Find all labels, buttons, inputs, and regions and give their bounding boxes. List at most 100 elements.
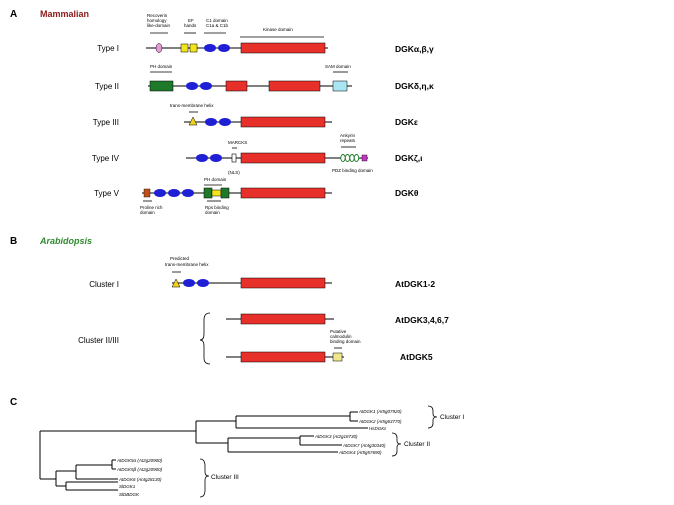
tm-helix: [188, 116, 198, 126]
kinase-domain: [240, 42, 326, 54]
svg-text:MARCKS: MARCKS: [228, 140, 247, 145]
ef-hand: [189, 43, 198, 53]
kinase-domain: [240, 152, 326, 164]
svg-text:domain: domain: [140, 210, 155, 215]
pdz-binding-domain: [361, 154, 368, 162]
c1-domain: [218, 44, 230, 52]
svg-text:Putative: Putative: [330, 329, 347, 334]
svg-text:PH domain: PH domain: [150, 64, 173, 69]
svg-text:domain: domain: [205, 210, 220, 215]
cluster-i-row: Cluster I Predicted trans-membrane helix…: [89, 256, 435, 289]
kinase-domain: [240, 351, 326, 363]
cluster-ii-bracket: [391, 432, 402, 457]
ankyrin-repeat: [340, 154, 346, 162]
type-ii-row: Type II PH domain SAM domain DGKδ,η,κ: [95, 64, 434, 92]
cluster-iii-label: Cluster III: [211, 474, 239, 481]
svg-text:Type III: Type III: [93, 118, 119, 127]
c1-domain: [204, 44, 216, 52]
c1-domain: [205, 118, 217, 126]
ph-domain-b: [220, 187, 230, 199]
cluster-ii-label: Cluster II: [404, 441, 430, 448]
svg-text:DGKδ,η,κ: DGKδ,η,κ: [395, 81, 434, 91]
type-v-row: Type V PH domain Proline rich domain Rps…: [94, 177, 419, 215]
kinase-domain-a: [225, 80, 248, 92]
svg-text:like-domain: like-domain: [147, 23, 171, 28]
leaf-label: HsDGKε: [369, 426, 387, 431]
cluster-i-label: Cluster I: [440, 414, 464, 421]
svg-text:trans-membrane helix: trans-membrane helix: [170, 103, 214, 108]
ph-domain: [149, 80, 174, 92]
c1-domain: [219, 118, 231, 126]
camb-domain: [332, 352, 343, 362]
svg-text:Type IV: Type IV: [92, 154, 120, 163]
c1-domain: [196, 154, 208, 162]
cluster-brackets: [199, 405, 438, 498]
leaf-label: SlDBDGK: [119, 492, 140, 497]
kinase-domain: [240, 277, 326, 289]
c1-domain: [186, 82, 198, 90]
c1-domain: [168, 189, 180, 197]
svg-text:C1a & C1b: C1a & C1b: [206, 23, 229, 28]
svg-text:calmodulin: calmodulin: [330, 334, 352, 339]
type-iv-row: Type IV MARCKS (NLS) Ankyrin repeats PDZ…: [92, 133, 423, 175]
kinase-domain-b: [268, 80, 321, 92]
kinase-domain: [240, 116, 326, 128]
phylogenetic-tree: [39, 411, 368, 491]
svg-text:C1 domain: C1 domain: [206, 18, 228, 23]
leaf-label: AtDGK3 (At2g18730): [314, 434, 358, 439]
c1-domain: [183, 279, 195, 287]
svg-text:Kinase domain: Kinase domain: [263, 27, 293, 32]
leaf-label: AtDGK4 (At5g57690): [338, 450, 382, 455]
svg-text:repeats: repeats: [340, 138, 356, 143]
svg-text:EF: EF: [188, 18, 194, 23]
svg-text:AtDGK1-2: AtDGK1-2: [395, 279, 435, 289]
svg-text:(NLS): (NLS): [228, 170, 240, 175]
svg-text:SAM domain: SAM domain: [325, 64, 351, 69]
leaf-label: AtDGK2 (At5g63770): [358, 419, 402, 424]
section-a-letter: A: [10, 9, 17, 20]
svg-text:Type II: Type II: [95, 82, 119, 91]
ph-domain-a: [203, 187, 213, 199]
leaf-label: AtDGK7 (At4g30340): [342, 443, 386, 448]
type-i-row: Type I Recoverin homology like-domain EF…: [97, 13, 434, 54]
sam-domain: [332, 80, 348, 92]
cluster-iii-bracket: [199, 458, 210, 498]
leaf-label: AtDGK5β (At2g20900): [116, 467, 163, 472]
section-a-title: Mammalian: [40, 9, 89, 19]
c1-domain: [154, 189, 166, 197]
svg-text:Cluster I: Cluster I: [89, 280, 119, 289]
ankyrin-repeat: [349, 154, 355, 162]
svg-text:AtDGK5: AtDGK5: [400, 352, 433, 362]
svg-text:AtDGK3,4,6,7: AtDGK3,4,6,7: [395, 315, 449, 325]
svg-text:Recoverin: Recoverin: [147, 13, 168, 18]
c1-domain: [182, 189, 194, 197]
cluster-bracket: [199, 312, 211, 365]
rps-binding-domain: [211, 189, 222, 197]
proline-rich-domain: [143, 188, 151, 198]
section-c-letter: C: [10, 397, 17, 408]
kinase-domain: [240, 313, 326, 325]
svg-text:Proline rich: Proline rich: [140, 205, 163, 210]
svg-text:Type V: Type V: [94, 189, 120, 198]
c1-domain: [197, 279, 209, 287]
svg-text:DGKζ,ι: DGKζ,ι: [395, 153, 423, 163]
svg-text:PH domain: PH domain: [204, 177, 227, 182]
marcks-nls: [231, 153, 237, 163]
svg-text:Cluster II/III: Cluster II/III: [78, 336, 119, 345]
svg-text:hands: hands: [184, 23, 197, 28]
svg-text:DGKθ: DGKθ: [395, 188, 419, 198]
tm-helix: [171, 278, 181, 288]
svg-text:binding domain: binding domain: [330, 339, 361, 344]
cluster-ii-iii-rows: Cluster II/III AtDGK3,4,6,7 Putative cal…: [78, 312, 449, 365]
recoverin-domain: [155, 43, 163, 53]
ef-hand: [180, 43, 189, 53]
svg-text:Rps binding: Rps binding: [205, 205, 229, 210]
tree-leaf-labels: AtDGK1 (At5g07920) AtDGK2 (At5g63770) Hs…: [116, 409, 402, 497]
leaf-label: SlDGK1: [119, 484, 136, 489]
kinase-domain: [240, 187, 326, 199]
c1-domain: [210, 154, 222, 162]
svg-text:Predicted: Predicted: [170, 256, 190, 261]
cluster-i-bracket: [427, 405, 438, 429]
c1-domain: [200, 82, 212, 90]
